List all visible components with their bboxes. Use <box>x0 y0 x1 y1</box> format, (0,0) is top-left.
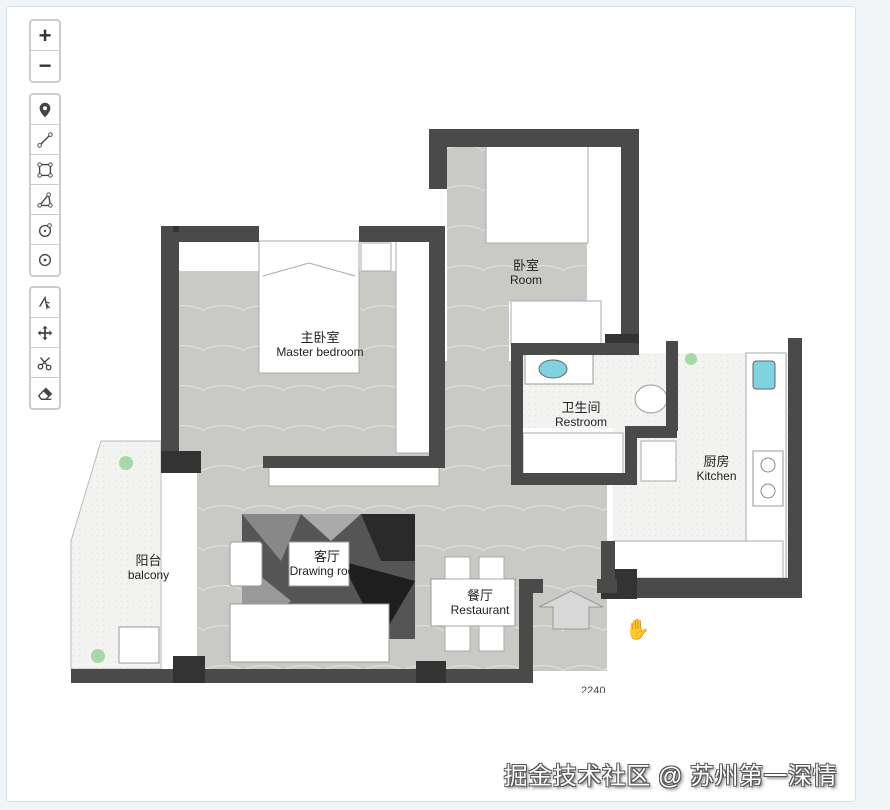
circle-icon <box>38 222 52 237</box>
room-label-cn: 厨房 <box>703 454 730 469</box>
zoom-out-button[interactable]: − <box>38 53 52 78</box>
room-label-drawing-room: 客厅 Drawing room <box>281 549 373 579</box>
draw-polygon-button[interactable] <box>31 185 59 215</box>
draw-circle-marker-button[interactable] <box>31 245 59 275</box>
room-label-cn: 阳台 <box>135 553 162 568</box>
room-label-kitchen: 厨房 Kitchen <box>689 454 744 484</box>
room-label-bedroom: 卧室 Room <box>501 258 551 288</box>
map-container[interactable]: 主卧室 Master bedroom 卧室 Room 卫生间 Restroom … <box>6 6 856 802</box>
room-label-cn: 卧室 <box>512 258 539 273</box>
marker-icon <box>39 102 51 117</box>
edit-layers-button[interactable] <box>31 288 59 318</box>
polyline-icon <box>37 131 53 148</box>
remove-layers-button[interactable] <box>31 378 59 408</box>
scissors-icon <box>37 356 52 370</box>
edit-icon <box>39 295 51 310</box>
draw-circle-button[interactable] <box>31 215 59 245</box>
dimension-label: 2240 <box>581 685 606 693</box>
draw-marker-button[interactable] <box>31 95 59 125</box>
room-label-master-bedroom: 主卧室 Master bedroom <box>265 330 375 360</box>
room-label-en: balcony <box>127 568 170 582</box>
zoom-in-button[interactable]: + <box>31 21 59 51</box>
floor-plan-image[interactable] <box>7 7 856 802</box>
zoom-control: + − <box>29 19 61 83</box>
draw-polyline-button[interactable] <box>31 125 59 155</box>
room-label-cn: 客厅 <box>313 549 340 564</box>
room-label-en: Drawing room <box>289 564 365 578</box>
room-label-cn: 主卧室 <box>300 330 340 345</box>
cut-layers-button[interactable] <box>31 348 59 378</box>
circle-marker-icon <box>38 253 52 267</box>
room-label-en: Master bedroom <box>276 345 364 359</box>
hand-cursor-icon: ✋ <box>625 619 650 641</box>
room-label-cn: 卫生间 <box>561 400 601 415</box>
polygon-icon <box>37 191 53 208</box>
rectangle-icon <box>37 161 53 178</box>
room-label-balcony: 阳台 balcony <box>121 553 176 583</box>
eraser-icon <box>37 387 53 400</box>
draw-rectangle-button[interactable] <box>31 155 59 185</box>
drag-layers-button[interactable] <box>31 318 59 348</box>
room-label-en: Restaurant <box>450 603 510 617</box>
watermark-text: 掘金技术社区 @ 苏州第一深情 <box>503 763 837 790</box>
room-label-restroom: 卫生间 Restroom <box>550 400 612 430</box>
room-label-restaurant: 餐厅 Restaurant <box>441 588 519 618</box>
edit-toolbar <box>29 286 61 410</box>
room-label-en: Restroom <box>554 415 607 429</box>
room-label-cn: 餐厅 <box>466 588 493 603</box>
move-icon <box>37 325 53 340</box>
room-label-en: Kitchen <box>696 469 737 483</box>
draw-toolbar <box>29 93 61 277</box>
room-label-en: Room <box>509 273 542 287</box>
